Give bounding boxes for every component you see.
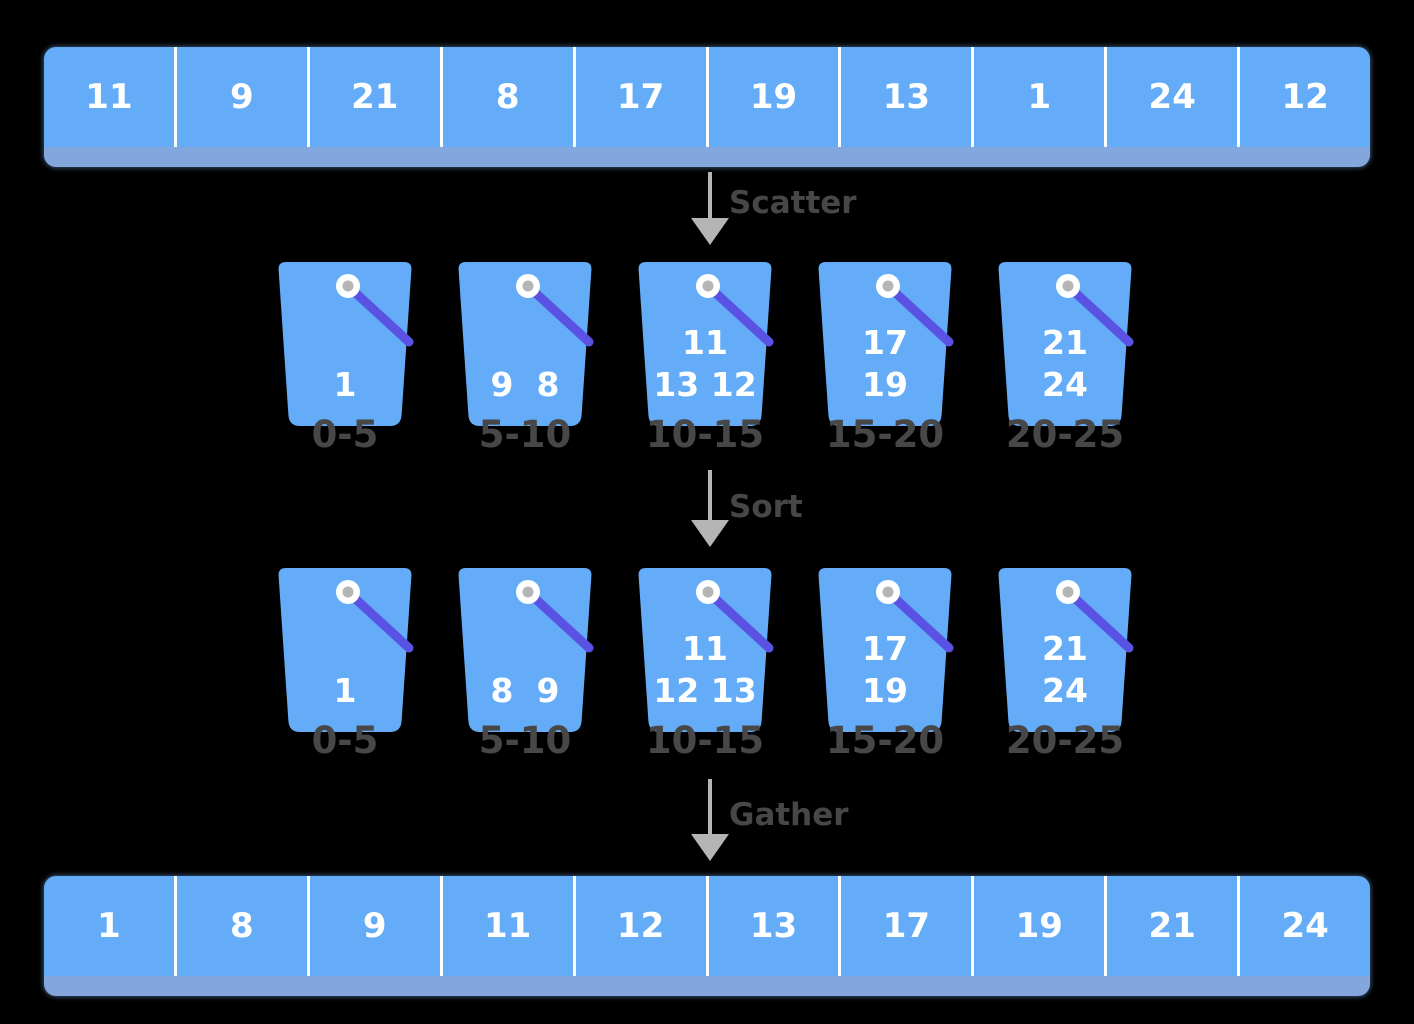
array-cell: 19 [974, 876, 1108, 976]
bucket-handle-icon [883, 587, 954, 653]
bucket-values-line: 24 [1042, 365, 1088, 404]
bucket-contents: 17 19 [810, 259, 960, 426]
bucket-contents: 8 9 [450, 565, 600, 732]
down-arrow-icon [708, 172, 712, 220]
bucket-contents: 11 12 13 [630, 565, 780, 732]
bucket-10-15: 11 12 13 10-15 [630, 565, 780, 762]
bucket-0-5: 1 0-5 [270, 259, 420, 456]
array-cell: 11 [44, 47, 177, 147]
array-cell: 1 [974, 47, 1108, 147]
bucket-handle-icon [1063, 281, 1134, 347]
bucket-handle-icon [703, 281, 774, 347]
bucket-range-label: 5-10 [478, 719, 572, 762]
bucket-handle-icon [343, 587, 414, 653]
array-cell: 13 [709, 876, 842, 976]
bucket-values-line: 19 [862, 671, 908, 710]
bucket-15-20: 17 19 15-20 [810, 565, 960, 762]
bucket-values-line: 8 9 [490, 671, 560, 710]
down-arrow-icon [708, 779, 712, 834]
bucket-icon [458, 568, 594, 732]
array-cell: 12 [576, 876, 709, 976]
array-cell: 13 [841, 47, 975, 147]
array-cell: 9 [310, 876, 443, 976]
bucket-range-label: 20-25 [1005, 719, 1125, 762]
bucket-icon [998, 568, 1134, 732]
array-cell: 21 [1107, 876, 1241, 976]
bucket-handle-icon [523, 281, 594, 347]
array-cell: 9 [177, 47, 310, 147]
array-cell: 1 [44, 876, 177, 976]
down-arrow-icon [691, 218, 729, 245]
bucket-contents: 1 [270, 259, 420, 426]
gather-step-label: Gather [729, 797, 849, 833]
sort-step-label: Sort [729, 489, 803, 525]
bucket-icon [818, 262, 954, 426]
down-arrow-icon [691, 834, 729, 861]
bucket-values-line: 1 [333, 365, 357, 404]
array-cell: 21 [310, 47, 443, 147]
array-cell: 12 [1281, 77, 1329, 117]
bucket-handle-icon [523, 587, 594, 653]
bucket-range-label: 5-10 [478, 413, 572, 456]
bucket-handle-icon [883, 281, 954, 347]
bucket-contents: 21 24 [990, 259, 1140, 426]
array-cell: 17 [841, 876, 975, 976]
input-array: 11 9 21 8 17 19 13 1 24 12 [44, 47, 1370, 167]
array-cell: 8 [177, 876, 310, 976]
bucket-handle-icon [343, 281, 414, 347]
scatter-step-label: Scatter [729, 185, 857, 221]
bucket-0-5: 1 0-5 [270, 565, 420, 762]
bucket-range-label: 15-20 [825, 719, 945, 762]
bucket-contents: 21 24 [990, 565, 1140, 732]
bucket-values-line: 11 [682, 629, 728, 668]
array-cell: 24 [1107, 47, 1241, 147]
array-cell: 24 [1281, 906, 1329, 946]
bucket-handle-icon [1063, 587, 1134, 653]
bucket-5-10: 9 8 5-10 [450, 259, 600, 456]
down-arrow-icon [691, 520, 729, 547]
bucket-contents: 11 13 12 [630, 259, 780, 426]
bucket-contents: 17 19 [810, 565, 960, 732]
array-cell: 17 [576, 47, 709, 147]
bucket-contents: 1 [270, 565, 420, 732]
array-cell: 8 [443, 47, 576, 147]
bucket-values-line: 17 [862, 323, 908, 362]
array-cell: 19 [709, 47, 842, 147]
bucket-icon [638, 568, 774, 732]
bucket-values-line: 19 [862, 365, 908, 404]
bucket-values-line: 17 [862, 629, 908, 668]
bucket-range-label: 0-5 [311, 413, 379, 456]
bucket-values-line: 21 [1042, 629, 1088, 668]
bucket-values-line: 13 12 [653, 365, 757, 404]
output-array: 1 8 9 11 12 13 17 19 21 24 [44, 876, 1370, 996]
bucket-icon [278, 262, 414, 426]
bucket-range-label: 0-5 [311, 719, 379, 762]
bucket-contents: 9 8 [450, 259, 600, 426]
bucket-icon [278, 568, 414, 732]
bucket-range-label: 20-25 [1005, 413, 1125, 456]
down-arrow-icon [708, 470, 712, 520]
bucket-20-25: 21 24 20-25 [990, 259, 1140, 456]
bucket-icon [818, 568, 954, 732]
array-cell: 11 [443, 876, 576, 976]
bucket-15-20: 17 19 15-20 [810, 259, 960, 456]
bucket-values-line: 24 [1042, 671, 1088, 710]
bucket-handle-icon [703, 587, 774, 653]
bucket-values-line: 21 [1042, 323, 1088, 362]
bucket-10-15: 11 13 12 10-15 [630, 259, 780, 456]
bucket-range-label: 15-20 [825, 413, 945, 456]
bucket-values-line: 12 13 [653, 671, 757, 710]
bucket-values-line: 1 [333, 671, 357, 710]
bucket-range-label: 10-15 [645, 413, 765, 456]
bucket-values-line: 9 8 [490, 365, 560, 404]
bucket-range-label: 10-15 [645, 719, 765, 762]
bucket-icon [458, 262, 594, 426]
bucket-5-10: 8 9 5-10 [450, 565, 600, 762]
bucket-values-line: 11 [682, 323, 728, 362]
bucket-20-25: 21 24 20-25 [990, 565, 1140, 762]
bucket-icon [638, 262, 774, 426]
bucket-icon [998, 262, 1134, 426]
